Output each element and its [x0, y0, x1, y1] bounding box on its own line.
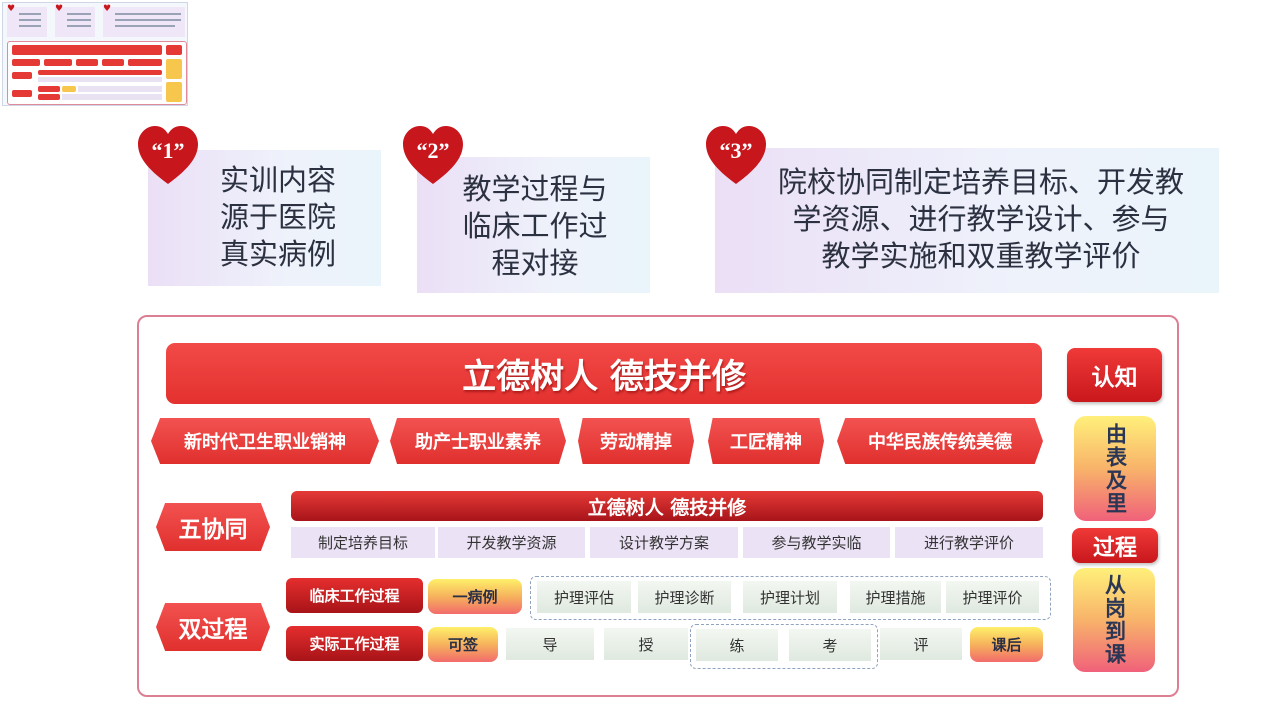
- wuxietong-banner: 立德树人 德技并修: [291, 491, 1043, 521]
- heart-icon: “3”: [704, 124, 768, 188]
- value-item: 劳动精掉: [578, 418, 694, 464]
- card-number: “3”: [719, 138, 753, 163]
- thumb-line: [115, 13, 181, 15]
- thumb-line: [19, 19, 41, 21]
- value-item: 新时代卫生职业销神: [151, 418, 379, 464]
- nursing-steps-group: [530, 576, 1051, 620]
- thumb-heart-icon: ♥: [7, 4, 16, 14]
- teaching-step: 导: [506, 628, 594, 660]
- card-text-line: 学资源、进行教学设计、参与: [792, 202, 1170, 236]
- nursing-step: 护理评价: [946, 581, 1039, 613]
- start-badge: 可签: [428, 627, 498, 662]
- card-text-line: 教学实施和双重教学评价: [821, 239, 1141, 273]
- case-badge: 一病例: [428, 579, 522, 614]
- actual-process: 实际工作过程: [286, 626, 423, 661]
- side-gang-ke: 从岗到课: [1073, 568, 1155, 672]
- card-number: “1”: [151, 138, 185, 163]
- side-guocheng: 过程: [1072, 528, 1158, 563]
- wuxietong-item: 进行教学评价: [895, 527, 1043, 558]
- wuxietong-item: 设计教学方案: [590, 527, 738, 558]
- card-text-line: 实训内容: [219, 163, 336, 197]
- slide-thumbnail[interactable]: ♥ ♥ ♥: [2, 2, 188, 106]
- card-3-text: 院校协同制定培养目标、开发教 学资源、进行教学设计、参与 教学实施和双重教学评价: [751, 164, 1211, 275]
- thumb-line: [67, 13, 91, 15]
- thumb-line: [19, 25, 41, 27]
- thumb-card-3: [103, 7, 185, 37]
- side-renzhi: 认知: [1067, 348, 1162, 402]
- thumb-line: [67, 19, 91, 21]
- card-3: 院校协同制定培养目标、开发教 学资源、进行教学设计、参与 教学实施和双重教学评价: [715, 148, 1219, 293]
- thumb-heart-icon: ♥: [103, 4, 112, 14]
- value-item: 工匠精神: [708, 418, 824, 464]
- nursing-step: 护理措施: [850, 581, 941, 613]
- nursing-step: 护理计划: [743, 581, 837, 613]
- card-text-line: 临床工作过: [462, 209, 608, 243]
- value-item: 助产士职业素养: [390, 418, 566, 464]
- card-text-line: 程对接: [491, 246, 579, 280]
- teaching-step: 评: [880, 628, 962, 660]
- practice-group: [690, 624, 878, 669]
- thumb-card-2: [55, 7, 95, 37]
- card-1: 实训内容 源于医院 真实病例: [148, 150, 381, 286]
- thumb-line: [19, 13, 41, 15]
- card-text-line: 教学过程与: [462, 172, 608, 206]
- thumb-panel: [7, 41, 187, 105]
- thumb-line: [115, 19, 181, 21]
- teaching-step: 练: [696, 629, 778, 661]
- heart-icon: “2”: [401, 124, 465, 188]
- main-banner: 立德树人 德技并修: [166, 343, 1042, 404]
- clinical-process: 临床工作过程: [286, 578, 423, 613]
- wuxietong-item: 参与教学实临: [743, 527, 890, 558]
- wuxietong-item: 制定培养目标: [291, 527, 435, 558]
- card-text-line: 院校协同制定培养目标、开发教: [777, 165, 1184, 199]
- card-1-text: 实训内容 源于医院 真实病例: [188, 162, 368, 273]
- thumb-card-1: [7, 7, 47, 37]
- card-text-line: 真实病例: [219, 237, 336, 271]
- card-number: “2”: [416, 138, 450, 163]
- value-item: 中华民族传统美德: [837, 418, 1043, 464]
- teaching-step: 授: [604, 628, 688, 660]
- side-biao-li: 由表及里: [1074, 416, 1156, 521]
- thumb-heart-icon: ♥: [55, 4, 64, 14]
- teaching-step: 考: [789, 629, 871, 661]
- nursing-step: 护理诊断: [638, 581, 731, 613]
- thumb-line: [115, 25, 175, 27]
- card-text-line: 源于医院: [219, 200, 336, 234]
- shuangguocheng-label: 双过程: [156, 603, 270, 651]
- heart-icon: “1”: [136, 124, 200, 188]
- wuxietong-item: 开发教学资源: [438, 527, 585, 558]
- card-2-text: 教学过程与 临床工作过 程对接: [445, 171, 625, 282]
- nursing-step: 护理评估: [537, 581, 631, 613]
- end-badge: 课后: [970, 627, 1043, 662]
- card-2: 教学过程与 临床工作过 程对接: [417, 157, 650, 293]
- thumb-line: [67, 25, 91, 27]
- wuxietong-label: 五协同: [156, 503, 270, 551]
